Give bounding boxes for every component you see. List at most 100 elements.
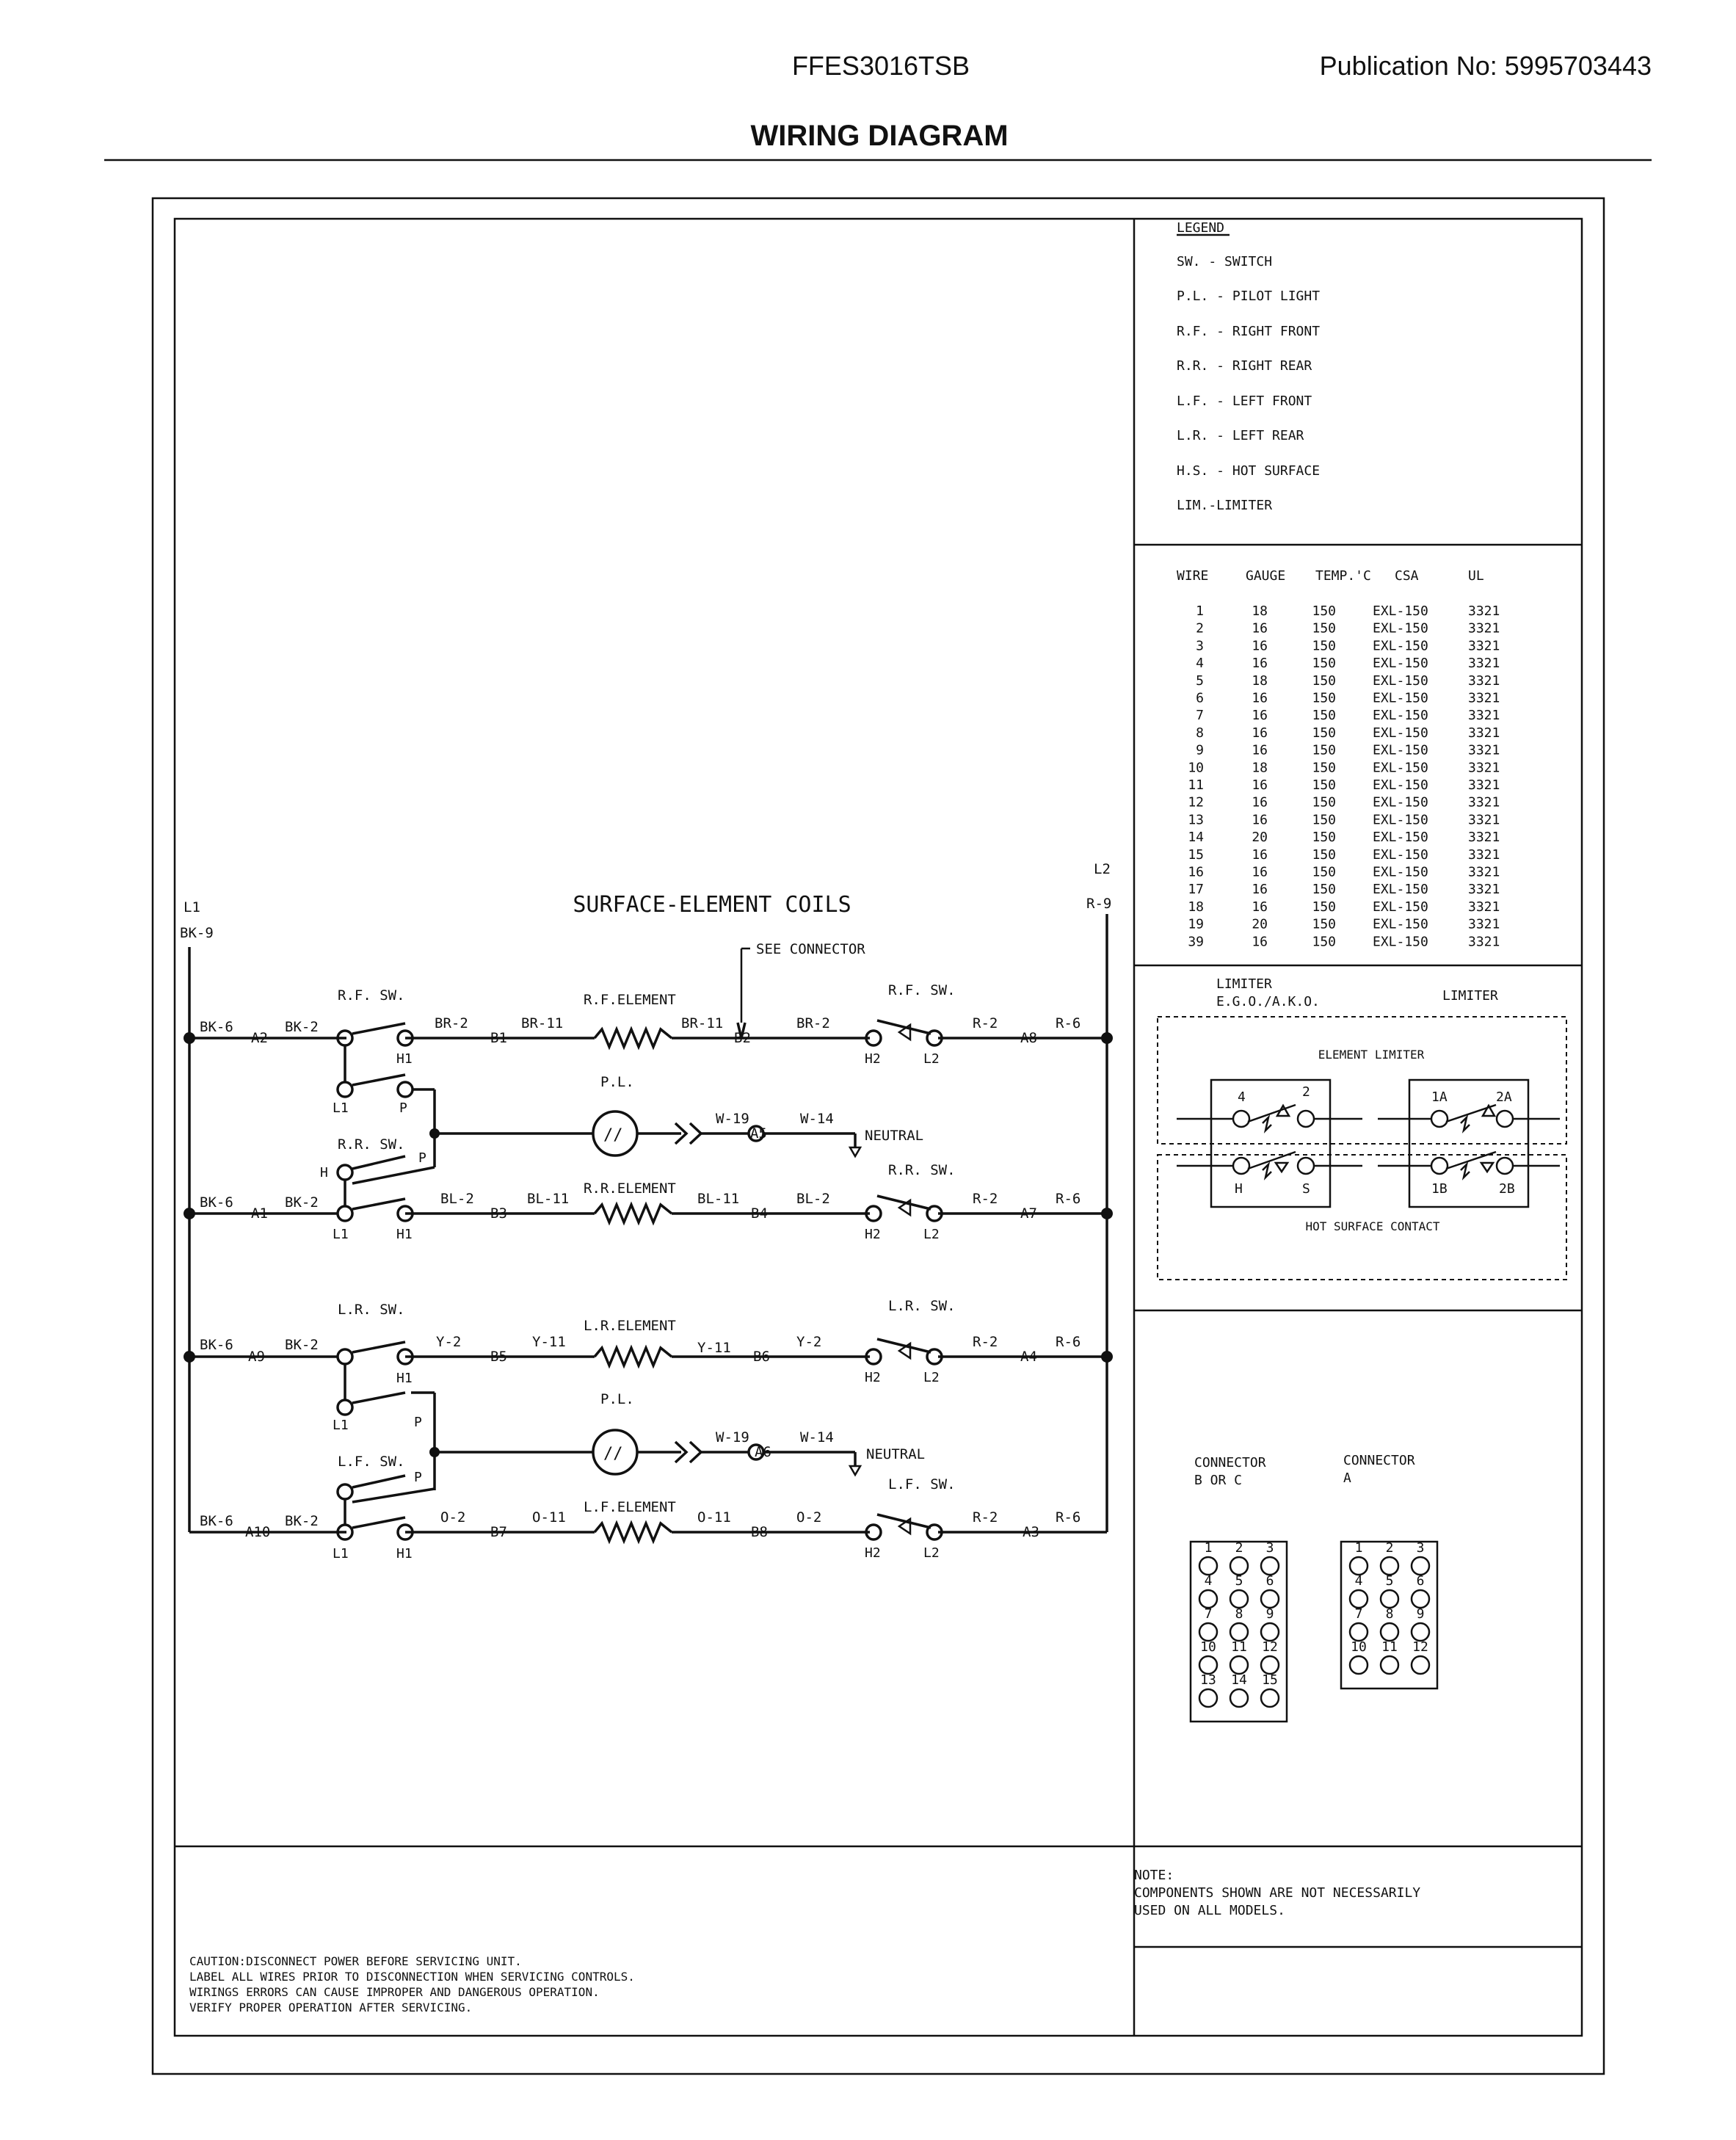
svg-text:NOTE:: NOTE:	[1134, 1868, 1174, 1883]
connector-pin-number: 13	[1200, 1672, 1216, 1688]
connector-pin-number: 1	[1205, 1540, 1213, 1556]
wire-table-cell: 18	[1252, 673, 1268, 689]
connector-pin-number: 1	[1355, 1540, 1363, 1556]
wire-table-cell: 3321	[1468, 899, 1500, 915]
connector-pin	[1260, 1589, 1280, 1609]
svg-text:P: P	[399, 1100, 407, 1116]
svg-text:H1: H1	[396, 1227, 413, 1242]
svg-text:VERIFY PROPER OPERATION AFTER: VERIFY PROPER OPERATION AFTER SERVICING.	[189, 2001, 472, 2014]
wire-table-cell: 18	[1188, 899, 1204, 915]
wire-table-cell: 17	[1188, 882, 1204, 897]
rf-b2: B2	[734, 1030, 751, 1046]
connector-pin-number: 9	[1266, 1606, 1274, 1622]
wire-table-cell: EXL-150	[1373, 847, 1428, 863]
limiter-body	[1408, 1078, 1530, 1208]
wire-table-cell: 150	[1312, 812, 1336, 827]
lf-a-right: A3	[1023, 1524, 1039, 1540]
svg-text:ELEMENT LIMITER: ELEMENT LIMITER	[1318, 1048, 1425, 1062]
connector-pin	[1410, 1622, 1431, 1642]
wire-table-cell: 16	[1252, 656, 1268, 671]
wire-table-cell: 150	[1312, 760, 1336, 775]
connector-pin-number: 12	[1412, 1639, 1428, 1655]
rf-wire-1: BR-2	[435, 1015, 468, 1031]
rr-a-right: A7	[1020, 1205, 1037, 1222]
wire-table-cell: 16	[1252, 812, 1268, 827]
caution-block: CAUTION:DISCONNECT POWER BEFORE SERVICIN…	[189, 1954, 635, 2014]
legend: LEGEND SW. - SWITCH P.L. - PILOT LIGHT R…	[1177, 220, 1320, 513]
wire-table-cell: 3321	[1468, 830, 1500, 845]
rr-a-terminal: A1	[251, 1205, 268, 1222]
wire-table-cell: 3321	[1468, 743, 1500, 758]
rf-b1: B1	[490, 1030, 507, 1046]
legend-item: H.S. - HOT SURFACE	[1177, 463, 1320, 479]
connector-pin-number: 4	[1355, 1573, 1363, 1589]
svg-text:P: P	[414, 1470, 422, 1485]
wire-table-cell: 12	[1188, 795, 1204, 810]
wire-table-cell: 16	[1252, 882, 1268, 897]
connector-pin-number: 8	[1235, 1606, 1243, 1622]
wire-table-cell: 20	[1252, 917, 1268, 932]
lr-r6: R-6	[1056, 1334, 1081, 1350]
wire-table-cell: EXL-150	[1373, 777, 1428, 793]
rr-b2: B4	[751, 1205, 768, 1222]
connector-pin-number: 5	[1386, 1573, 1394, 1589]
legend-item: P.L. - PILOT LIGHT	[1177, 289, 1320, 304]
wire-table-cell: 150	[1312, 777, 1336, 793]
rr-wire-4: BL-2	[796, 1191, 830, 1207]
l2-label: L2	[1094, 861, 1111, 877]
svg-text:4: 4	[1238, 1089, 1246, 1105]
wire-table-cell: 150	[1312, 743, 1336, 758]
svg-text:USED ON ALL MODELS.: USED ON ALL MODELS.	[1134, 1903, 1285, 1918]
connector-pin-number: 14	[1231, 1672, 1247, 1688]
connector-pin-number: 6	[1417, 1573, 1425, 1589]
connector-pin	[1348, 1655, 1369, 1675]
lf-wire-1: O-2	[440, 1509, 465, 1526]
wire-table-cell: 3321	[1468, 795, 1500, 810]
connector-pin	[1260, 1556, 1280, 1576]
wire-table-cell: 13	[1188, 812, 1204, 827]
svg-text:LIMITER: LIMITER	[1216, 976, 1272, 992]
wire-table-cell: 150	[1312, 899, 1336, 915]
svg-text:CAUTION:DISCONNECT POWER BEFOR: CAUTION:DISCONNECT POWER BEFORE SERVICIN…	[189, 1954, 522, 1968]
wire-table-cell: 39	[1188, 934, 1204, 949]
lr-wire-4: Y-2	[796, 1334, 821, 1350]
r9-label: R-9	[1086, 896, 1111, 912]
wire-table-cell: EXL-150	[1373, 865, 1428, 880]
wire-table-cell: 3321	[1468, 865, 1500, 880]
lr-switch-label: L.R. SW.	[338, 1302, 405, 1318]
connector-pin	[1229, 1589, 1249, 1609]
connector-pin-number: 5	[1235, 1573, 1243, 1589]
connector-pin	[1198, 1688, 1219, 1708]
lr-wire-3: Y-11	[697, 1340, 731, 1356]
wire-table-cell: 16	[1252, 777, 1268, 793]
wire-table-cell: 3321	[1468, 882, 1500, 897]
rf-r2: R-2	[973, 1015, 998, 1031]
lr-b2: B6	[753, 1349, 770, 1365]
wire-table-cell: EXL-150	[1373, 743, 1428, 758]
wire-table-cell: 1	[1196, 603, 1204, 619]
wire-table-cell: EXL-150	[1373, 795, 1428, 810]
lf-a-terminal: A10	[245, 1524, 270, 1540]
lf-wire-2: O-11	[532, 1509, 566, 1526]
wire-table-cell: 16	[1252, 725, 1268, 741]
csa-col-header: CSA	[1395, 568, 1419, 584]
pilot-light-lower: // P.L. W-19 W-14 A6 NEUTRAL	[411, 1391, 925, 1490]
svg-text:L2: L2	[923, 1545, 940, 1561]
wire-table-cell: 16	[1188, 865, 1204, 880]
lf-r6: R-6	[1056, 1509, 1081, 1526]
outer-frame	[151, 197, 1605, 2075]
wire-table-cell: EXL-150	[1373, 656, 1428, 671]
wire-table-cell: 9	[1196, 743, 1204, 758]
rr-r2: R-2	[973, 1191, 998, 1207]
connector-a	[1340, 1540, 1439, 1690]
connector-pin	[1229, 1622, 1249, 1642]
wire-table-cell: 150	[1312, 882, 1336, 897]
connector-pin-number: 8	[1386, 1606, 1394, 1622]
svg-text:LABEL ALL WIRES PRIOR TO DISCO: LABEL ALL WIRES PRIOR TO DISCONNECTION W…	[189, 1970, 635, 1984]
svg-text:WIRINGS ERRORS CAN CAUSE IMPRO: WIRINGS ERRORS CAN CAUSE IMPROPER AND DA…	[189, 1985, 600, 1999]
connector-pin-number: 11	[1231, 1639, 1247, 1655]
rf-switch-label-right: R.F. SW.	[888, 982, 956, 998]
row-rf: BK-6 A2 BK-2 BR-2 B1 BR-11 BR-11 B2 BR-2…	[189, 982, 1107, 1116]
svg-text:1A: 1A	[1431, 1089, 1448, 1105]
